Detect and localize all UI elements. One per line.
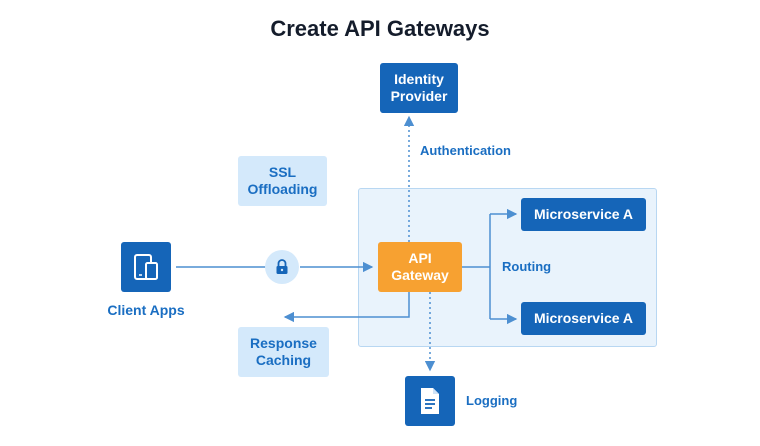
diagram-title: Create API Gateways [270,16,490,41]
microservice-a-top-node: Microservice A [521,198,646,231]
identity-provider-node: Identity Provider [380,63,458,113]
client-apps-icon-box [121,242,171,292]
logging-icon-box [405,376,455,426]
client-apps-label: Client Apps [107,302,185,318]
logging-label: Logging [466,393,518,408]
microservice-a-bottom-node: Microservice A [521,302,646,335]
response-caching-node: Response Caching [238,327,329,377]
ssl-lock-badge [265,250,299,284]
lock-icon [276,259,288,274]
mobile-devices-icon [134,254,158,280]
routing-label: Routing [502,259,552,274]
api-gateway-node: API Gateway [378,242,462,292]
response-caching-line [283,292,410,323]
document-icon [421,388,439,414]
authentication-label: Authentication [420,143,511,158]
ssl-offloading-node: SSL Offloading [238,156,327,206]
